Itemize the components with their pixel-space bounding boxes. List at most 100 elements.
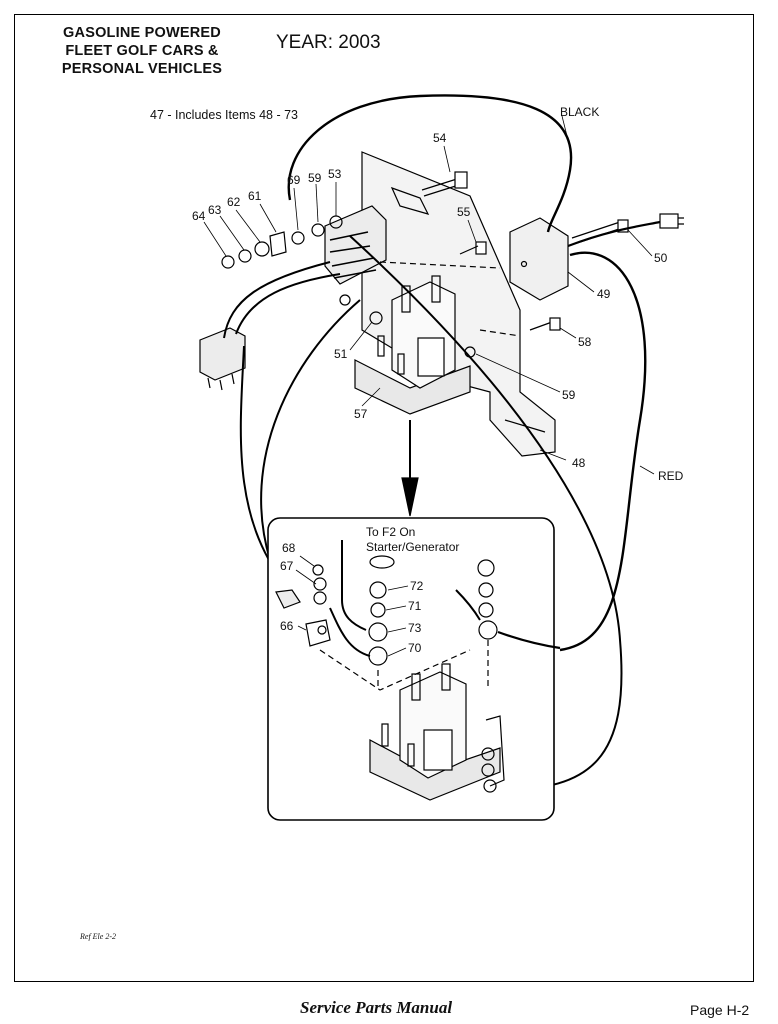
callout-59b: 59 [562, 388, 576, 402]
title-line-3: PERSONAL VEHICLES [61, 61, 223, 77]
leader-63 [219, 215, 245, 251]
terminal-61 [269, 231, 287, 257]
footer-manual-title: Service Parts Manual [300, 998, 453, 1017]
callout-48: 48 [572, 456, 586, 470]
mounting-bracket [361, 151, 556, 457]
solenoid-cover [509, 217, 569, 301]
bracket-slot [390, 186, 430, 215]
leader-66 [297, 625, 307, 631]
inset-leader-2 [377, 640, 489, 690]
washer-62 [254, 241, 270, 257]
inset-terminal-66-hole [317, 625, 327, 635]
wire-relay-2 [235, 273, 341, 335]
plug-pins [678, 217, 684, 225]
wire-plug [567, 220, 661, 248]
inset-connector [275, 589, 301, 609]
inset-note-line-2: Starter/Generator [366, 540, 459, 554]
inset-terminal-lower [483, 779, 497, 793]
inset-solenoid-stud-left [411, 673, 421, 701]
screw-58-head [549, 317, 561, 331]
wire-lower-loop [349, 235, 623, 791]
nut-51b [369, 311, 383, 325]
wire-bundle [329, 231, 377, 279]
callout-64: 64 [192, 209, 206, 223]
callout-54: 54 [433, 131, 447, 145]
label-black: BLACK [560, 105, 599, 119]
inset-nut-68 [312, 564, 324, 576]
inset-note-line-1: To F2 On [366, 525, 415, 539]
callout-50: 50 [654, 251, 668, 265]
leader-68 [299, 555, 315, 567]
inset-solenoid-post-left [381, 723, 389, 747]
leader-61 [259, 203, 277, 233]
wire-relay-1 [223, 261, 331, 339]
inset-solenoid-stud-right [441, 663, 451, 691]
callout-63: 63 [208, 203, 222, 217]
solenoid-coil [417, 337, 445, 377]
inset-nut-lower [481, 747, 495, 761]
inset-pointer-arrow [401, 477, 419, 517]
screw-54-head [454, 171, 468, 189]
document-title: GASOLINE POWERED FLEET GOLF CARS & PERSO… [26, 24, 258, 78]
leader-73 [387, 627, 407, 633]
leader-55 [467, 219, 477, 243]
screw-55-shank [459, 245, 479, 255]
solenoid-post-right [397, 353, 405, 375]
solenoid-stud-right [431, 275, 441, 303]
leader-dashed-2 [479, 329, 521, 337]
callout-53: 53 [328, 167, 342, 181]
callout-59a: 59 [308, 171, 322, 185]
inset-washer-67 [313, 577, 327, 591]
leader-62 [235, 209, 261, 243]
nut-51 [339, 294, 351, 306]
label-red: RED [658, 469, 684, 483]
solenoid-post-left [377, 335, 385, 357]
inset-washer-right [478, 582, 494, 598]
leader-49 [567, 271, 595, 293]
wire-black [287, 94, 573, 233]
relay-pins [207, 373, 235, 391]
inset-nut-72 [369, 581, 387, 599]
callout-58: 58 [578, 335, 592, 349]
title-line-2: FLEET GOLF CARS & [65, 43, 219, 59]
leader-71 [385, 605, 407, 611]
inset-washer-67b [313, 591, 327, 605]
leader-58 [559, 327, 577, 339]
inset-solenoid-post-right [407, 743, 415, 767]
callout-68: 68 [282, 541, 296, 555]
leader-dashed-1 [379, 261, 501, 269]
plug-connector [659, 213, 679, 229]
leader-51 [349, 321, 373, 351]
leader-48 [539, 449, 567, 461]
leader-50 [627, 229, 653, 257]
leader-69 [293, 187, 299, 231]
callout-55: 55 [457, 205, 471, 219]
assembly-note: 47 - Includes Items 48 - 73 [150, 108, 298, 122]
inset-ring-f2 [369, 555, 395, 569]
leader-red [639, 465, 655, 475]
callout-66: 66 [280, 619, 294, 633]
footer-page-number: Page H-2 [690, 1002, 750, 1018]
washer-63 [238, 249, 252, 263]
screw-50-head [617, 219, 629, 233]
callout-70: 70 [408, 641, 422, 655]
inset-leader-1 [319, 649, 471, 691]
inset-nut-right [477, 559, 495, 577]
reference-code: Ref Ele 2-2 [80, 932, 116, 941]
callout-72: 72 [410, 579, 424, 593]
leader-54 [443, 145, 451, 173]
relay-box [199, 327, 246, 381]
leader-70 [387, 647, 407, 657]
callout-51: 51 [334, 347, 348, 361]
callout-71: 71 [408, 599, 422, 613]
inset-washer-right-b [478, 602, 494, 618]
inset-box [267, 517, 555, 821]
nut-64 [221, 255, 235, 269]
inset-terminal-66 [305, 619, 331, 647]
callout-73: 73 [408, 621, 422, 635]
wire-red [559, 251, 647, 652]
leader-57 [361, 387, 381, 407]
callout-62: 62 [227, 195, 241, 209]
leader-64 [203, 221, 227, 257]
callout-67: 67 [280, 559, 294, 573]
